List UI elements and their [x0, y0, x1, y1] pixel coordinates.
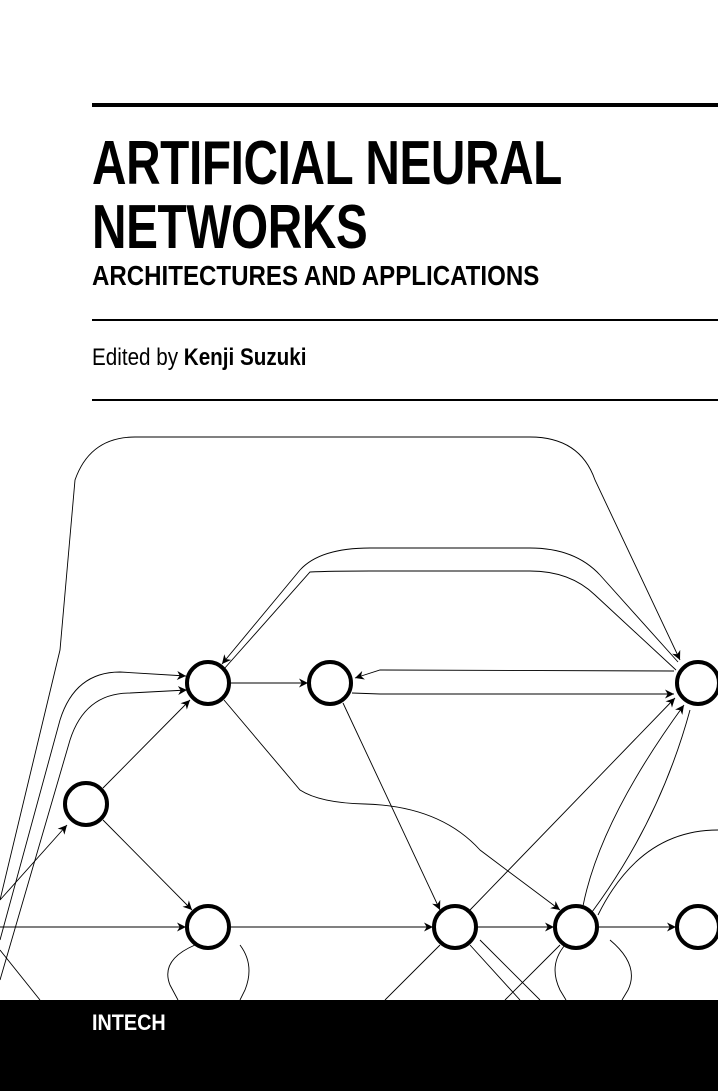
- footer-bar: INTECH: [0, 1000, 718, 1091]
- lower-rule: [92, 399, 718, 401]
- node: [307, 660, 353, 706]
- editor-line: Edited by Kenji Suzuki: [92, 344, 307, 372]
- top-rule: [92, 103, 718, 107]
- book-title-line-2: NETWORKS: [92, 193, 368, 262]
- editor-prefix: Edited by: [92, 344, 184, 371]
- book-title-line-1: ARTIFICIAL NEURAL: [92, 129, 562, 198]
- middle-rule: [92, 319, 718, 321]
- node: [63, 781, 109, 827]
- network-edges: [0, 436, 718, 1000]
- node: [185, 660, 231, 706]
- node: [675, 904, 718, 950]
- node: [185, 904, 231, 950]
- network-nodes: [63, 660, 718, 950]
- neural-network-illustration: [0, 436, 718, 1000]
- publisher-logo: INTECH: [92, 1010, 166, 1035]
- node: [675, 660, 718, 706]
- book-subtitle: ARCHITECTURES AND APPLICATIONS: [92, 260, 540, 291]
- node: [432, 904, 478, 950]
- editor-name: Kenji Suzuki: [183, 344, 307, 371]
- node: [553, 904, 599, 950]
